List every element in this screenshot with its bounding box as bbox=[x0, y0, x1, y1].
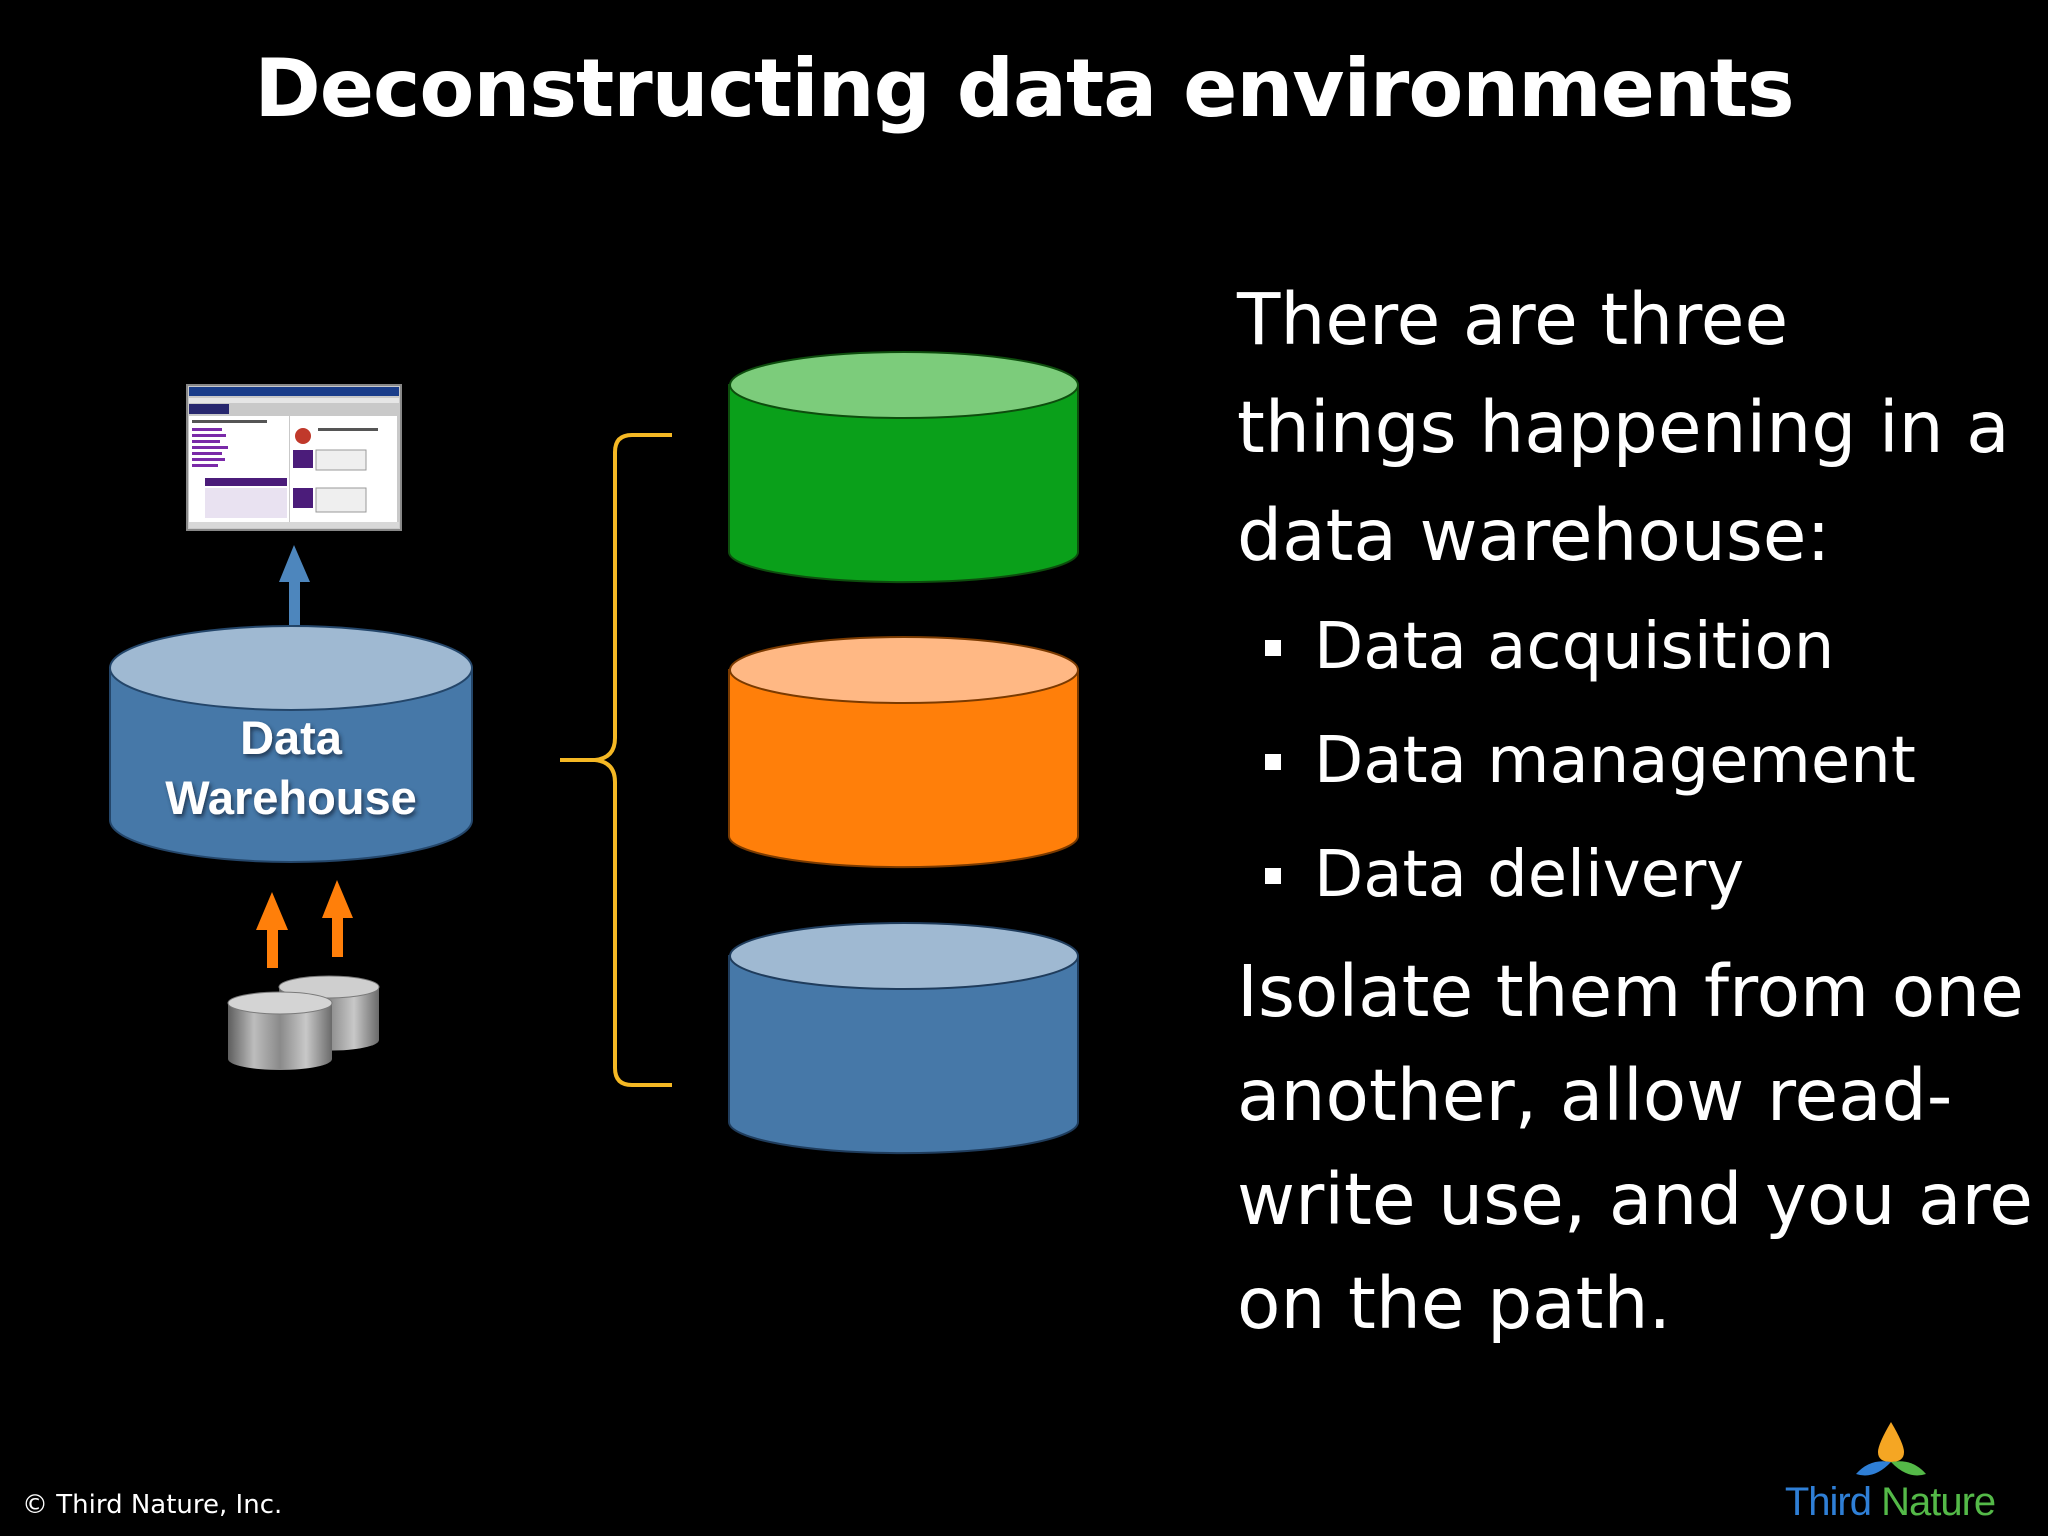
bullet-item: Data acquisition bbox=[1237, 590, 2037, 704]
bullet-item: Data delivery bbox=[1237, 818, 2037, 932]
warehouse-label-line2: Warehouse bbox=[165, 771, 417, 824]
logo-word-nature: Nature bbox=[1881, 1480, 1996, 1524]
intro-paragraph: There are three things happening in a da… bbox=[1237, 266, 2037, 590]
slide-title: Deconstructing data environments bbox=[254, 42, 1794, 135]
warehouse-label-line1: Data bbox=[240, 711, 343, 764]
bullet-square-icon bbox=[1265, 868, 1281, 884]
logo-drop-icon bbox=[1856, 1422, 1926, 1476]
bullet-text: Data acquisition bbox=[1314, 610, 1835, 684]
bullet-square-icon bbox=[1265, 754, 1281, 770]
logo-word-third: Third bbox=[1784, 1480, 1872, 1524]
bullet-item: Data management bbox=[1237, 704, 2037, 818]
copyright-notice: © Third Nature, Inc. bbox=[22, 1490, 283, 1520]
closing-line: write use, and you are bbox=[1237, 1158, 2033, 1241]
closing-paragraph: Isolate them from one another, allow rea… bbox=[1237, 940, 2037, 1356]
arrow-up-icon bbox=[256, 880, 353, 968]
bullet-square-icon bbox=[1265, 640, 1281, 656]
delivery-cylinder bbox=[728, 922, 1079, 1155]
intro-line: things happening in a bbox=[1237, 386, 2010, 469]
intro-line: There are three bbox=[1237, 278, 1789, 361]
intro-line: data warehouse: bbox=[1237, 494, 1831, 577]
closing-line: Isolate them from one bbox=[1237, 950, 2024, 1033]
report-screenshot-icon bbox=[186, 384, 402, 531]
management-cylinder bbox=[728, 636, 1079, 869]
bullet-list: Data acquisition Data management Data de… bbox=[1237, 590, 2037, 932]
company-logo: Third Nature bbox=[1770, 1418, 2010, 1528]
closing-line: on the path. bbox=[1237, 1262, 1672, 1345]
logo-text: Third Nature bbox=[1770, 1480, 2010, 1524]
bullet-text: Data delivery bbox=[1314, 838, 1745, 912]
closing-line: another, allow read- bbox=[1237, 1054, 1953, 1137]
bullet-text: Data management bbox=[1314, 724, 1916, 798]
curly-brace-icon bbox=[560, 433, 672, 1087]
warehouse-cylinder bbox=[109, 625, 473, 863]
source-database-icon bbox=[227, 975, 380, 1070]
acquisition-cylinder bbox=[728, 351, 1079, 584]
arrow-up-icon bbox=[279, 545, 310, 625]
text-panel: There are three things happening in a da… bbox=[1237, 266, 2037, 1356]
